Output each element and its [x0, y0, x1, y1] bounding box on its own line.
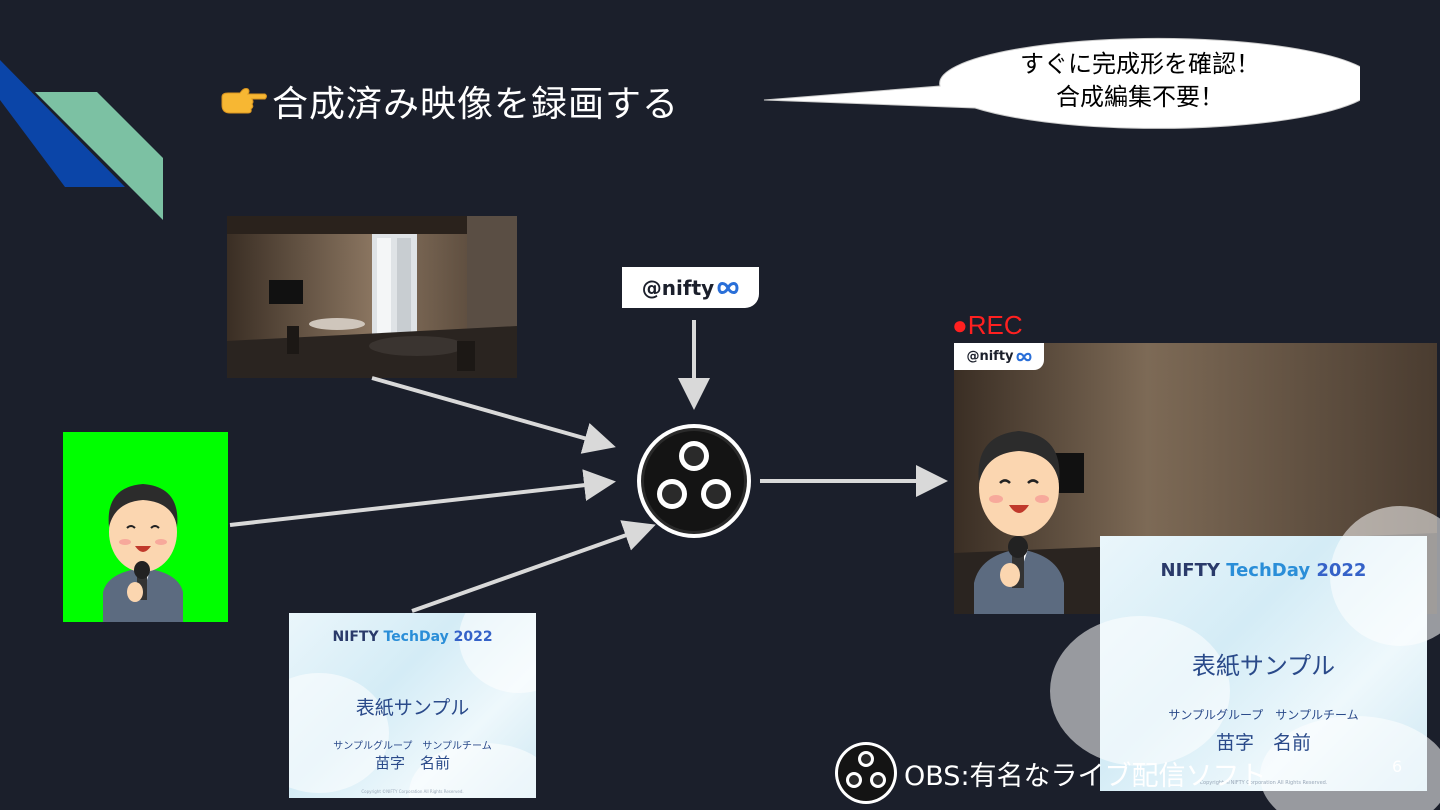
nifty-infinity-icon: [1016, 352, 1032, 361]
room-background-image: [227, 216, 517, 378]
obs-logo-icon: [835, 742, 897, 804]
output-slide-title: 表紙サンプル: [1191, 652, 1336, 680]
bubble-line-1: すぐに完成形を確認！: [1020, 50, 1260, 78]
output-slide-group: サンプルグループ サンプルチーム: [1168, 708, 1359, 722]
page-number: 6: [1392, 757, 1403, 776]
pointing-hand-icon: [221, 88, 267, 114]
slide-copyright: Copyright ©NIFTY Corporation All Rights …: [361, 789, 464, 794]
speech-bubble-text: すぐに完成形を確認！ 合成編集不要！: [930, 48, 1350, 114]
green-screen-presenter: [63, 432, 228, 622]
slide-group: サンプルグループ サンプルチーム: [333, 741, 492, 752]
rec-indicator: ●REC: [952, 310, 1023, 340]
nifty-logo-text: @nifty: [641, 275, 715, 300]
nifty-infinity-icon: [717, 281, 739, 294]
slide-cover-title: 表紙サンプル: [355, 697, 470, 719]
bubble-line-2: 合成編集不要！: [1056, 83, 1224, 111]
slide-brand: NIFTY TechDay 2022: [332, 629, 493, 645]
presenter-illustration: [103, 484, 183, 622]
footer-caption: OBS:有名なライブ配信ソフト: [834, 740, 1267, 806]
slide-name: 苗字 名前: [374, 754, 450, 772]
slide-title: 合成済み映像を録画する: [218, 76, 679, 126]
obs-icon: [637, 424, 751, 538]
decorative-stripes: [0, 60, 163, 220]
output-slide-copyright: Copyright ©NIFTY Corporation All Rights …: [1199, 780, 1328, 786]
output-logo-text: @nifty: [966, 349, 1014, 364]
cover-slide-source: NIFTY TechDay 2022 表紙サンプル サンプルグループ サンプルチ…: [289, 613, 536, 798]
nifty-logo-card: @nifty: [622, 267, 759, 308]
footer-text: OBS:有名なライブ配信ソフト: [904, 760, 1267, 792]
output-slide-name: 苗字 名前: [1215, 732, 1311, 754]
output-slide-brand: NIFTY TechDay 2022: [1160, 560, 1367, 581]
output-nifty-logo: @nifty: [954, 343, 1044, 370]
output-cover-slide: NIFTY TechDay 2022 表紙サンプル サンプルグループ サンプルチ…: [1050, 506, 1440, 810]
slide-title-text: 合成済み映像を録画する: [272, 84, 680, 125]
speech-bubble: [763, 37, 1360, 129]
